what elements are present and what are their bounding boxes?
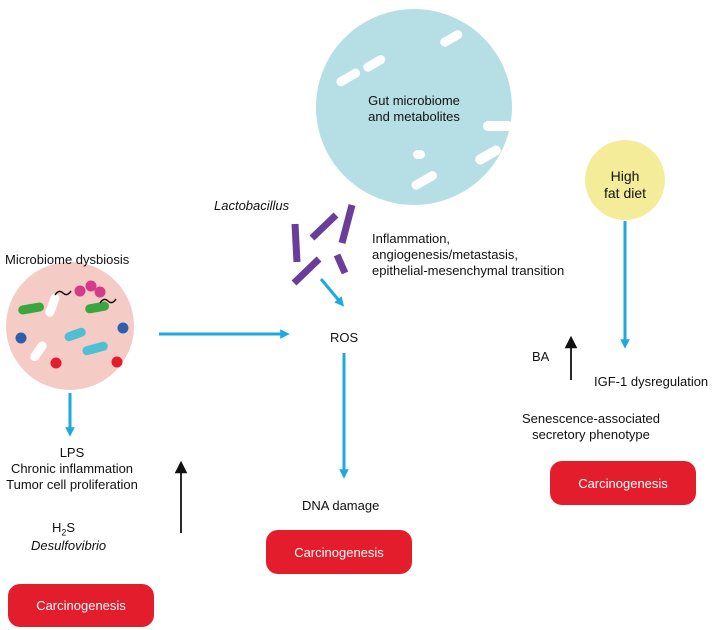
carcinogenesis-middle: Carcinogenesis: [266, 530, 412, 574]
inflammation-label: Inflammation, angiogenesis/metastasis, e…: [372, 231, 565, 278]
dysbiosis-title: Microbiome dysbiosis: [5, 252, 130, 267]
carcinogenesis-right: Carcinogenesis: [550, 461, 696, 505]
igf-label: IGF-1 dysregulation: [594, 374, 709, 389]
lactobacillus-rods: [291, 204, 356, 286]
high-fat-diet-label: High fat diet: [603, 168, 647, 201]
ba-label: BA: [532, 349, 550, 364]
gut-microbiome-label: Gut microbiome and metabolites: [368, 93, 460, 124]
h2s-label: H2S: [52, 520, 76, 538]
arrow-lactobacillus-to-ros: [319, 278, 345, 307]
lactobacillus-label: Lactobacillus: [214, 198, 290, 213]
gut-microbiome-circle: [316, 9, 513, 205]
carcinogenesis-left: Carcinogenesis: [8, 584, 154, 627]
ros-label: ROS: [330, 330, 359, 345]
dna-damage-label: DNA damage: [302, 498, 380, 513]
desulfovibrio-label: Desulfovibrio: [31, 538, 107, 553]
high-fat-diet-circle: [585, 140, 665, 220]
lps-block: LPS Chronic inflammation Tumor cell prol…: [6, 445, 138, 492]
senescence-label: Senescence-associated secretory phenotyp…: [521, 411, 661, 442]
dysbiosis-circle: [6, 262, 134, 390]
